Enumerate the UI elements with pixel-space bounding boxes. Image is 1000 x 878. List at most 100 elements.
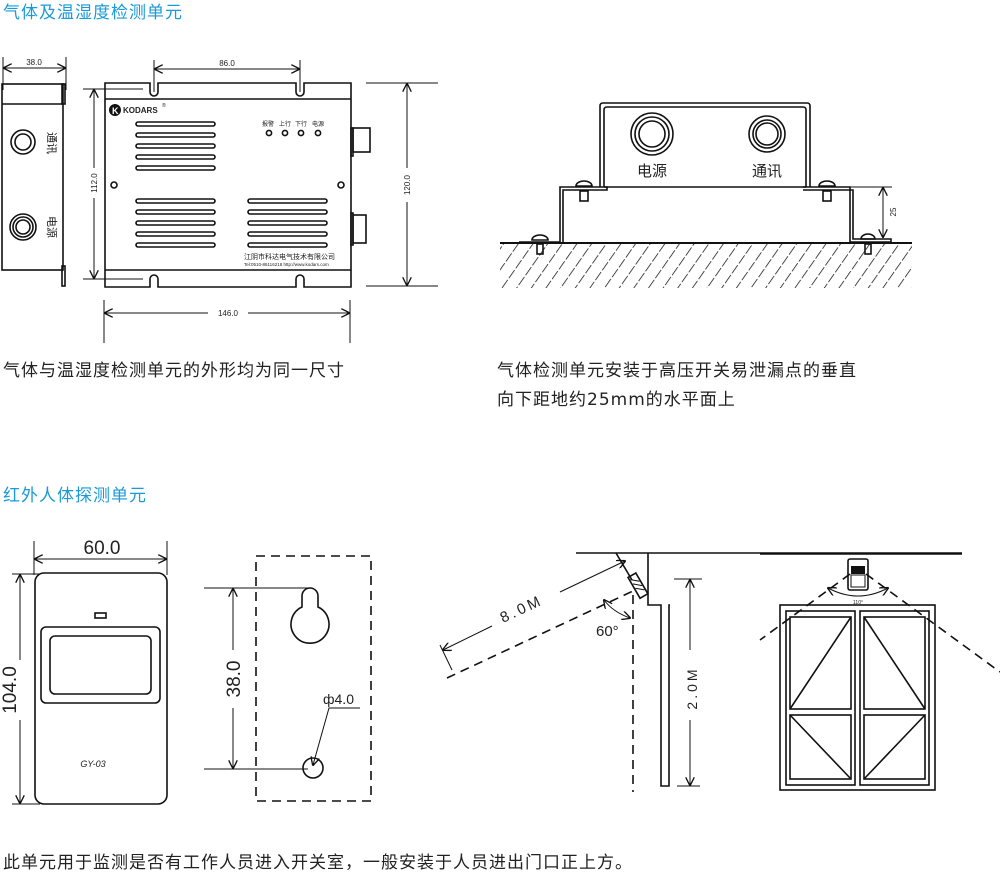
company-name: 江阴市科达电气技术有限公司: [244, 252, 335, 261]
ir-width-label: 60.0: [84, 538, 121, 559]
door-frame-outer: [779, 604, 936, 791]
side-housing: [1, 83, 64, 271]
ir-lens-window: [49, 635, 152, 695]
install-comm-label: 通讯: [752, 163, 782, 180]
caption-install-line1: 气体检测单元安装于高压开关易泄漏点的垂直: [497, 361, 857, 381]
vent-slot: [135, 165, 216, 171]
indicator-led-alarm: [265, 129, 273, 137]
vent-group-top-left: [135, 121, 216, 171]
ir-unit-back-view: 38.0 ф4.0: [204, 555, 372, 802]
vent-slot: [247, 220, 328, 226]
leader-line: [313, 707, 360, 765]
dim-outer-height-label: 120.0: [403, 174, 412, 195]
side-comm-label: 通讯: [45, 132, 58, 154]
ir-housing: [34, 572, 168, 805]
gas-unit-front-view: K KODARS ® 报警 上行 下行 电源 江阴市科达电气技术有限公司 Tel…: [83, 59, 438, 343]
install-power-label: 电源: [637, 163, 667, 180]
door-leaf-left: [785, 610, 856, 786]
vent-group-bottom-right: [247, 198, 328, 248]
indicator-led-downlink: [297, 129, 305, 137]
dimension-arrow-range: [443, 625, 493, 650]
dim-inner-height-label: 112.0: [90, 173, 99, 193]
comm-port-icon: [748, 115, 786, 153]
angle-label: 60°: [596, 623, 619, 640]
mount-hole-left: [110, 181, 118, 189]
bracket-right: [803, 186, 892, 243]
detection-cone-edge-right: [865, 573, 1000, 673]
dimension-arrow-range: [559, 561, 625, 593]
indicator-label-downlink: 下行: [295, 120, 307, 128]
range-label: 8.0M: [498, 592, 546, 627]
vent-slot: [135, 143, 216, 149]
ir-height-label: 104.0: [0, 666, 21, 714]
door-leaf-right: [859, 610, 930, 786]
dim-width-label: 146.0: [218, 309, 239, 318]
front-housing: [104, 82, 352, 288]
detection-cone-edge-left: [759, 573, 851, 641]
connector-bottom: [352, 214, 367, 244]
ir-side-install-view: 8.0M 60° 2.0M: [439, 552, 962, 792]
ir-lens-frame: [40, 626, 161, 704]
vent-slot: [247, 242, 328, 248]
door-panel: [789, 616, 852, 710]
door-panel: [789, 714, 852, 780]
vent-slot: [135, 154, 216, 160]
gas-unit-side-view: 38.0 通讯 电源: [1, 57, 67, 287]
side-flange-top: [61, 83, 66, 105]
indicator-label-alarm: 报警: [262, 120, 274, 128]
hole-diameter-label: ф4.0: [323, 691, 354, 707]
ir-sensor-icon: [847, 558, 869, 591]
vent-slot: [135, 242, 216, 248]
door-swing-mark: [789, 616, 852, 710]
vent-group-bottom-left: [135, 198, 216, 248]
vent-slot: [135, 121, 216, 127]
angle-arc: [604, 600, 630, 618]
ir-model-label: GY-03: [80, 759, 105, 769]
mount-height-label: 2.0M: [684, 666, 700, 709]
side-power-label: 电源: [45, 216, 59, 238]
vent-slot: [135, 231, 216, 237]
indicator-led-uplink: [281, 129, 289, 137]
wall-lintel: [647, 553, 670, 787]
side-width-label: 38.0: [26, 58, 42, 67]
door-panel: [863, 616, 926, 710]
section-heading-infrared-unit: 红外人体探测单元: [3, 486, 147, 506]
caption-infrared-unit: 此单元用于监测是否有工作人员进入开关室，一般安装于人员进出门口正上方。: [3, 853, 633, 873]
ir-unit-front-view: 60.0 104.0 GY-03: [0, 538, 168, 805]
door-panel: [863, 714, 926, 780]
ir-front-install-view: 110°: [759, 553, 1000, 791]
dim-slot-spacing-label: 86.0: [219, 59, 235, 68]
side-flange-bottom: [61, 265, 66, 287]
ir-sensor-icon: [626, 571, 649, 600]
bracket-left: [519, 186, 608, 243]
power-port-icon: [630, 112, 674, 156]
vent-slot: [135, 220, 216, 226]
screw-hole: [302, 757, 324, 779]
section-heading-gas-unit: 气体及温湿度检测单元: [3, 3, 183, 23]
power-port-icon: [9, 213, 37, 241]
vent-slot: [247, 198, 328, 204]
angle-arc: [828, 588, 888, 597]
keyhole-slot: [290, 587, 330, 644]
detection-cone-edge: [446, 590, 634, 679]
bolt-icon: [531, 180, 876, 255]
vent-slot: [135, 198, 216, 204]
vent-slot: [247, 209, 328, 215]
comm-port-icon: [10, 129, 36, 155]
housing-outer: [599, 102, 811, 187]
vent-slot: [247, 231, 328, 237]
indicator-led-power: [314, 129, 322, 137]
install-height-label: 25: [889, 207, 898, 216]
kodars-logo: K KODARS ®: [109, 102, 166, 116]
hole-spacing-label: 38.0: [224, 661, 245, 698]
svg-text:K: K: [112, 106, 119, 116]
indicator-label-uplink: 上行: [279, 120, 291, 128]
cone-angle-label: 110°: [853, 600, 863, 606]
door-swing-mark: [789, 714, 852, 780]
connector-top: [352, 127, 371, 153]
company-contact: Tel:0510-86116218 http://www.kodars.com: [244, 262, 329, 267]
caption-gas-unit-size: 气体与温湿度检测单元的外形均为同一尺寸: [3, 361, 345, 381]
door-swing-mark: [863, 616, 926, 710]
caption-install-line2: 向下距地约25mm的水平面上: [497, 390, 736, 410]
